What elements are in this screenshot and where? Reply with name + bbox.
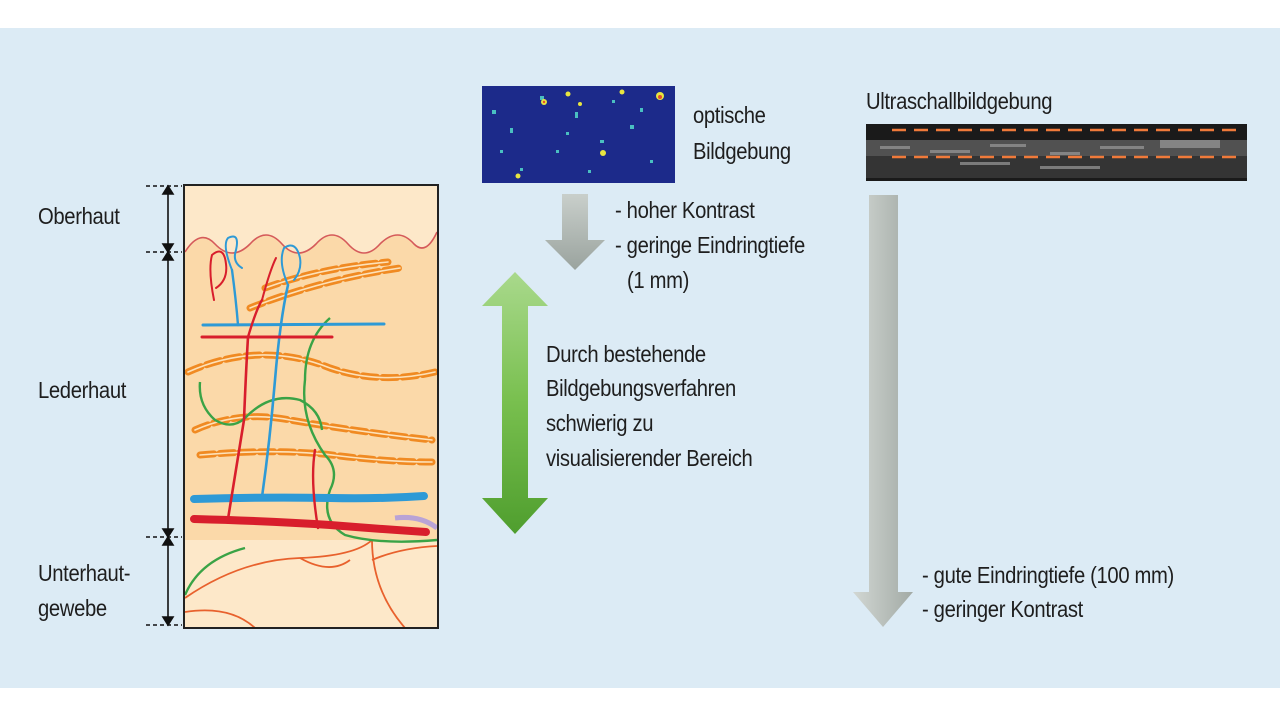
ultrasound-note-2: - geringer Kontrast	[922, 596, 1083, 622]
layer-label-subcutis-line1: Unterhaut-	[38, 560, 131, 586]
skin-cross-section	[183, 184, 439, 629]
layer-label-subcutis-line2: gewebe	[38, 595, 107, 621]
optical-note-3: (1 mm)	[627, 267, 689, 293]
layer-label-epidermis: Oberhaut	[38, 203, 120, 229]
middle-zone-line-3: schwierig zu	[546, 410, 654, 436]
middle-zone-line-1: Durch bestehende	[546, 341, 706, 367]
ultrasound-image-thumbnail	[866, 124, 1247, 181]
optical-image-thumbnail	[482, 86, 675, 183]
ultrasound-note-1: - gute Eindringtiefe (100 mm)	[922, 562, 1174, 588]
problem-zone-double-arrow	[482, 272, 548, 534]
optical-title-line1: optische	[693, 102, 766, 128]
middle-zone-line-4: visualisierender Bereich	[546, 445, 753, 471]
layer-depth-scale	[146, 184, 182, 627]
optical-note-2: - geringe Eindringtiefe	[615, 232, 805, 258]
ultrasound-depth-arrow	[853, 195, 913, 627]
ultrasound-title: Ultraschallbildgebung	[866, 88, 1053, 114]
optical-note-1: - hoher Kontrast	[615, 197, 755, 223]
middle-zone-line-2: Bildgebungsverfahren	[546, 375, 736, 401]
optical-title-line2: Bildgebung	[693, 138, 791, 164]
layer-label-dermis: Lederhaut	[38, 377, 126, 403]
optical-depth-arrow	[545, 194, 605, 270]
